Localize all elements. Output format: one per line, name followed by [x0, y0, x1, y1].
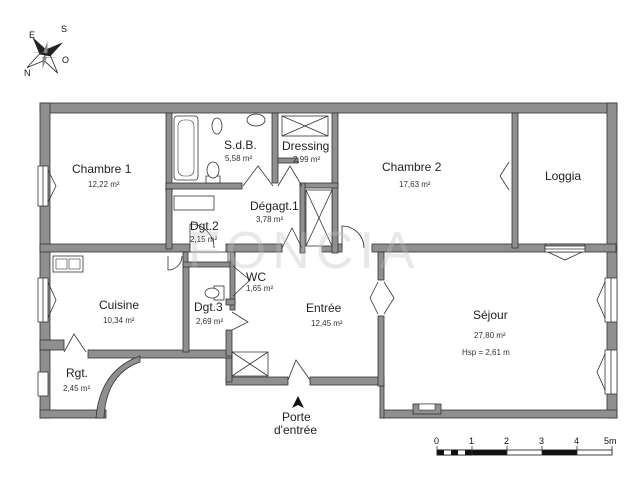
scale-tick-5: 5m: [604, 436, 617, 446]
compass-south: S: [61, 24, 67, 34]
compass-rose-icon: [26, 36, 64, 74]
room-name-wc: WC: [246, 270, 266, 284]
compass-north: N: [24, 68, 31, 78]
entrance-arrow-icon: [292, 396, 304, 408]
room-name-dressing: Dressing: [282, 139, 329, 153]
scale-tick-3: 3: [539, 436, 544, 446]
room-area-entree: 12,45 m²: [311, 319, 343, 328]
room-name-degagt1: Dégagt.1: [250, 199, 299, 213]
room-name-loggia: Loggia: [545, 169, 581, 183]
windows: [37, 165, 618, 415]
window-opening-marks: [47, 161, 606, 391]
room-name-dgt3: Dgt.3: [194, 300, 223, 314]
room-name-entree: Entrée: [306, 301, 342, 315]
room-name-sejour: Séjour: [473, 308, 508, 322]
room-area-dgt2: 2,15 m²: [190, 235, 217, 244]
room-name-rgt: Rgt.: [66, 366, 88, 380]
room-area-rgt: 2,45 m²: [63, 384, 90, 393]
room-name-dgt2: Dgt.2: [190, 219, 219, 233]
scale-tick-0: 0: [434, 436, 439, 446]
room-name-sdb: S.d.B.: [224, 138, 257, 152]
room-name-chambre2: Chambre 2: [382, 160, 442, 174]
doors: [63, 165, 395, 381]
room-area-wc: 1,65 m²: [246, 284, 273, 293]
room-area-chambre1: 12,22 m²: [88, 180, 120, 189]
compass-east: E: [29, 30, 35, 40]
scale-tick-4: 4: [574, 436, 579, 446]
walls: [39, 102, 618, 419]
room-area-dgt3: 2,69 m²: [196, 317, 223, 326]
room-area-degagt1: 3,78 m²: [256, 215, 283, 224]
compass-west: O: [62, 55, 69, 65]
room-area-sdb: 5,58 m²: [225, 154, 252, 163]
room-area-sejour: 27,80 m²: [474, 331, 506, 340]
room-hsp-sejour: Hsp = 2,61 m: [462, 348, 510, 357]
room-name-cuisine: Cuisine: [99, 298, 139, 312]
room-area-cuisine: 10,34 m²: [103, 316, 135, 325]
scale-tick-2: 2: [504, 436, 509, 446]
fixtures: [52, 113, 333, 301]
scale-tick-1: 1: [469, 436, 474, 446]
room-labels: Chambre 1 12,22 m² S.d.B. 5,58 m² Dressi…: [63, 138, 581, 393]
room-area-chambre2: 17,63 m²: [399, 180, 431, 189]
scale-bar: [436, 446, 613, 456]
entrance-label-line2: d'entrée: [274, 423, 317, 437]
watermark: FONCIA: [188, 222, 420, 280]
room-area-dressing: 2,99 m²: [293, 155, 320, 164]
room-name-chambre1: Chambre 1: [72, 162, 132, 176]
entrance-label-line1: Porte: [282, 410, 311, 424]
